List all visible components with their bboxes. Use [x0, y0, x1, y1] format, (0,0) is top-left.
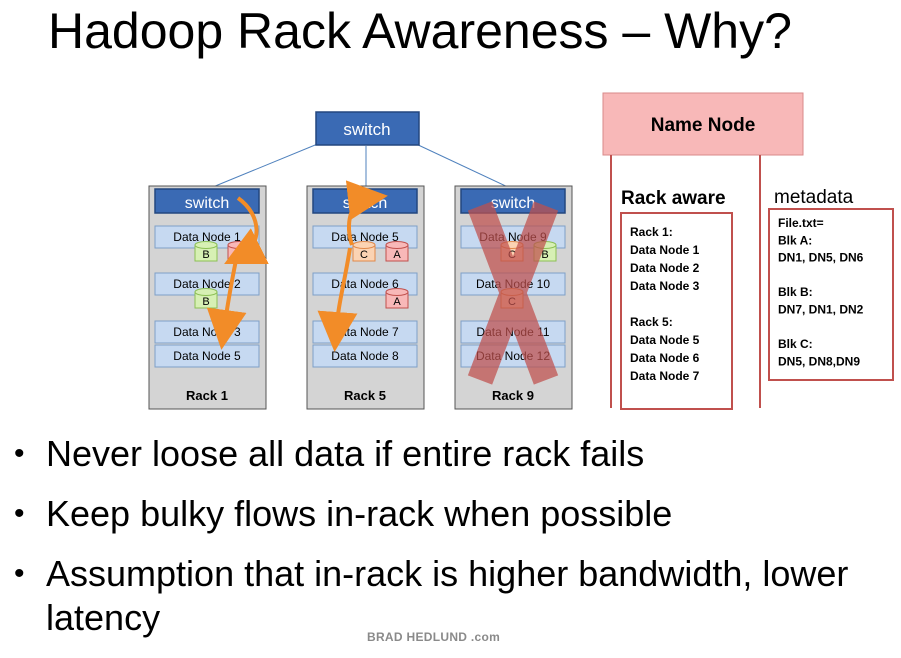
data-node-label: Data Node 7	[331, 325, 399, 339]
block-label: A	[393, 296, 401, 308]
credit-text: BRAD HEDLUND .com	[367, 630, 501, 644]
rack-name: Rack 9	[492, 388, 534, 403]
rack-aware-line: Data Node 7	[630, 369, 700, 383]
metadata-line: DN7, DN1, DN2	[778, 303, 864, 317]
slide-title: Hadoop Rack Awareness – Why?	[48, 3, 792, 59]
metadata-line: Blk C:	[778, 337, 813, 351]
block-label: B	[202, 249, 209, 261]
flow-arrow	[224, 196, 269, 264]
name-node-label: Name Node	[651, 115, 756, 136]
block-a: A	[385, 288, 409, 309]
rack-aware-box	[620, 212, 733, 410]
rack-name: Rack 1	[186, 388, 228, 403]
flow-arrow	[206, 259, 247, 350]
data-node-label: Data Node 6	[331, 277, 399, 291]
link-rack-1	[207, 142, 321, 190]
rack-aware-line: Data Node 2	[630, 261, 700, 275]
rack-aware-line: Data Node 5	[630, 333, 700, 347]
block-c: C	[352, 241, 376, 262]
block-b: B	[194, 241, 218, 262]
block-label: C	[360, 249, 368, 261]
data-node-label: Data Node 5	[173, 349, 241, 363]
metadata-line: File.txt=	[778, 216, 824, 230]
flow-arrow	[345, 180, 388, 246]
name-node: Name Node	[602, 92, 804, 156]
link-rack-9	[413, 142, 513, 190]
rack-switch-label: switch	[491, 195, 535, 212]
block-label: B	[541, 249, 548, 261]
metadata-line: DN5, DN8,DN9	[778, 354, 860, 368]
flow-arrow	[317, 247, 358, 352]
rack-aware-line: Data Node 3	[630, 279, 700, 293]
in-rack-flow-arrows	[206, 180, 388, 352]
metadata-heading: metadata	[774, 187, 854, 208]
rack-aware-line: Rack 5:	[630, 315, 673, 329]
rack-aware-line: Data Node 6	[630, 351, 700, 365]
rack-aware-heading: Rack aware	[621, 188, 726, 209]
core-switch-label: switch	[343, 120, 390, 139]
bullet-item: •Assumption that in-rack is higher bandw…	[14, 553, 849, 638]
bullet-item: •Keep bulky flows in-rack when possible	[14, 493, 673, 534]
bullet-item: •Never loose all data if entire rack fai…	[14, 433, 645, 474]
rack-aware-line: Rack 1:	[630, 225, 673, 239]
metadata-line: Blk B:	[778, 285, 813, 299]
rack-aware-line: Data Node 1	[630, 243, 700, 257]
core-switch: switch	[315, 111, 420, 146]
failed-rack-x	[467, 201, 559, 385]
bullet-list: •Never loose all data if entire rack fai…	[10, 432, 866, 640]
block-label: A	[393, 249, 401, 261]
data-node-label: Data Node 2	[173, 277, 241, 291]
metadata-box	[768, 208, 894, 381]
metadata-line: Blk A:	[778, 233, 812, 247]
data-node-label: Data Node 3	[173, 325, 241, 339]
data-node-label: Data Node 1	[173, 230, 241, 244]
block-a: A	[385, 241, 409, 262]
rack-name: Rack 5	[344, 388, 386, 403]
data-node-label: Data Node 8	[331, 349, 399, 363]
rack-switch-label: switch	[185, 195, 229, 212]
block-label: B	[202, 296, 209, 308]
block-b: B	[194, 288, 218, 309]
metadata-line: DN1, DN5, DN6	[778, 251, 864, 265]
